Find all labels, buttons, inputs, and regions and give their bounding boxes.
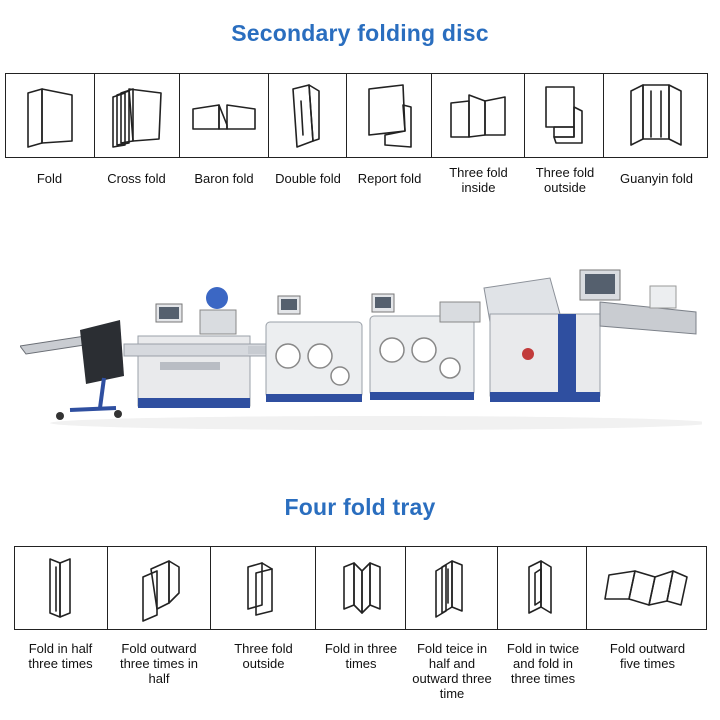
fold-in-three-times-label: Fold in three times — [324, 641, 398, 671]
fold-in-twice-three-times-cell — [498, 547, 588, 629]
fold-icon — [27, 87, 73, 148]
fold-twice-half-outward-cell — [406, 547, 498, 629]
folding-unit-one — [265, 295, 363, 402]
fold-in-three-times-cell — [316, 547, 406, 629]
three-fold-outside-icon — [545, 85, 583, 144]
cross-fold-cell — [95, 74, 180, 157]
fold-in-half-three-times-cell — [15, 547, 108, 629]
fold-in-twice-three-times-label: Fold in twice and fold in three times — [506, 641, 580, 686]
baron-fold-label: Baron fold — [194, 171, 254, 186]
four-fold-tray-title: Four fold tray — [284, 494, 436, 520]
fold-outward-five-times-cell — [587, 547, 706, 629]
three-fold-inside-label: Three fold inside — [449, 165, 508, 195]
fold-in-three-times-icon — [342, 562, 381, 614]
feed-table — [20, 320, 124, 420]
report-fold-cell — [347, 74, 432, 157]
fold-outward-three-times-in-half-icon — [142, 560, 180, 622]
fold-in-half-three-times-label: Fold in half three times — [28, 641, 93, 671]
baron-fold-cell — [180, 74, 270, 157]
four-fold-tray-labels: Fold in half three times Fold outward th… — [14, 641, 707, 701]
machine-shadow — [50, 416, 702, 430]
fold-in-half-three-times-icon — [49, 558, 71, 618]
double-fold-icon — [291, 83, 320, 148]
three-fold-inside-icon — [449, 93, 506, 138]
fold-outward-three-times-in-half-cell — [108, 547, 212, 629]
fold-twice-half-outward-label: Fold teice in half and outward three tim… — [412, 641, 492, 701]
three-fold-outside-tray-cell — [211, 547, 317, 629]
three-fold-outside-tray-label: Three fold outside — [234, 641, 293, 671]
fold-label: Fold — [36, 171, 63, 186]
fold-in-twice-three-times-icon — [528, 560, 552, 614]
secondary-folding-grid — [5, 73, 708, 158]
three-fold-inside-cell — [432, 74, 525, 157]
guanyin-fold-label: Guanyin fold — [620, 171, 693, 186]
fold-outward-three-times-in-half-label: Fold outward three times in half — [119, 641, 199, 686]
fold-twice-half-outward-icon — [435, 560, 464, 618]
baron-fold-icon — [192, 103, 256, 130]
four-fold-tray-grid — [14, 546, 707, 630]
secondary-folding-labels: Fold Cross fold Baron fold Double fold R… — [5, 165, 708, 195]
fold-cell — [6, 74, 95, 157]
cross-fold-icon — [111, 87, 162, 148]
three-fold-outside-cell — [525, 74, 605, 157]
paper-folding-machine-image — [20, 269, 702, 430]
double-fold-cell — [269, 74, 348, 157]
fold-outward-five-times-icon — [603, 570, 688, 606]
report-fold-label: Report fold — [357, 171, 422, 186]
double-fold-label: Double fold — [275, 171, 341, 186]
main-folder-unit — [483, 269, 697, 402]
fold-outward-five-times-label: Fold outward five times — [609, 641, 686, 671]
guanyin-fold-icon — [629, 83, 682, 146]
three-fold-outside-label: Three fold outside — [535, 165, 595, 195]
folding-unit-two — [369, 293, 481, 400]
three-fold-outside-tray-icon — [247, 562, 274, 616]
report-fold-icon — [368, 83, 412, 148]
guanyin-fold-cell — [604, 74, 707, 157]
cross-fold-label: Cross fold — [107, 171, 166, 186]
secondary-folding-disc-title: Secondary folding disc — [231, 20, 489, 46]
